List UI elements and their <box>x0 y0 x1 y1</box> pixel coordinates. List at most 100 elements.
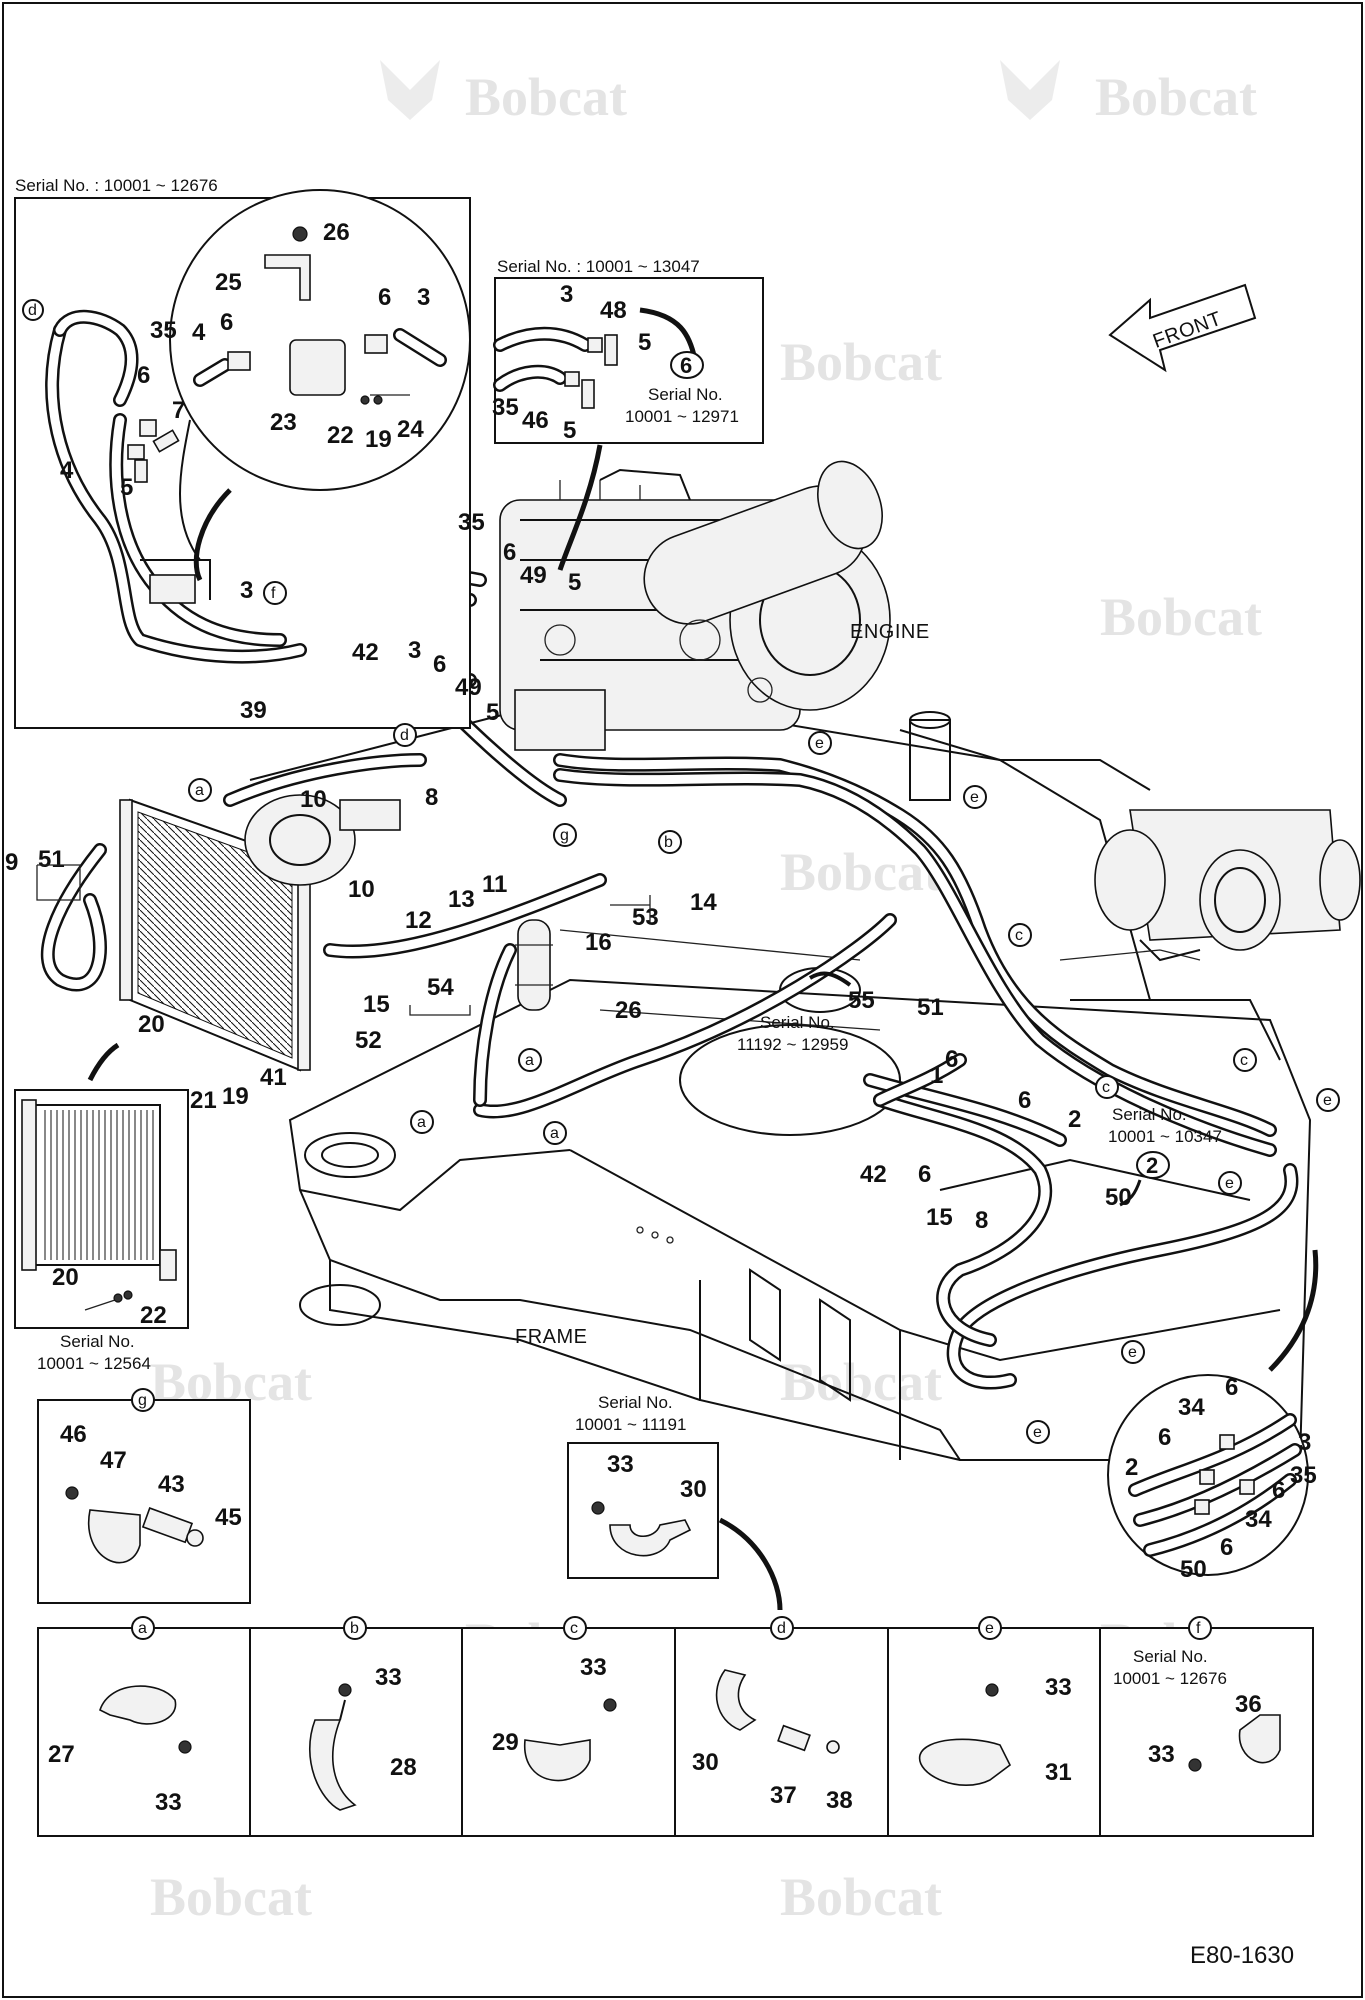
part-callout: 24 <box>397 416 424 443</box>
label-text: Serial No. <box>1133 1647 1208 1666</box>
part-callout: 6 <box>1018 1087 1031 1114</box>
bobcat-logo-icon <box>380 60 440 120</box>
part-callout: 50 <box>1105 1184 1132 1211</box>
detail-ref-letter: d <box>400 727 409 744</box>
label-text: 10001 ~ 11191 <box>575 1415 686 1434</box>
label-text: Serial No. <box>648 385 723 404</box>
part-callout: 22 <box>140 1302 167 1329</box>
ring-6: 6 <box>680 353 692 378</box>
serial-note-top-mid: Serial No. : 10001 ~ 13047 <box>497 257 700 276</box>
part-callout: 33 <box>1148 1741 1175 1768</box>
part-callout: 15 <box>363 991 390 1018</box>
part-callout: 8 <box>425 784 438 811</box>
part-callout: 35 <box>458 509 485 536</box>
part-callout: 39 <box>240 697 267 724</box>
part-callout: 6 <box>503 539 516 566</box>
part-callout: 6 <box>1225 1374 1238 1401</box>
detail-ref-letter: b <box>350 1620 359 1637</box>
part-callout: 47 <box>100 1447 127 1474</box>
part-callout: 1 <box>930 1062 943 1089</box>
detail-ref-letter: a <box>138 1620 147 1637</box>
part-callout: 5 <box>486 699 499 726</box>
watermark: Bobcat <box>780 1352 942 1412</box>
part-callout: 43 <box>158 1471 185 1498</box>
part-callout: 51 <box>917 994 944 1021</box>
detail-ref-letter: b <box>664 834 673 851</box>
part-callout: 36 <box>1235 1691 1262 1718</box>
part-callout: 10 <box>348 876 375 903</box>
part-callout: 45 <box>215 1504 242 1531</box>
part-callout: 14 <box>690 889 717 916</box>
part-callout: 38 <box>826 1787 853 1814</box>
part-callout: 10 <box>300 786 327 813</box>
part-callout: 48 <box>600 297 627 324</box>
part-callout: 3 <box>417 284 430 311</box>
watermark: Bobcat <box>150 1867 312 1927</box>
part-callout: 5 <box>568 569 581 596</box>
part-callout: 22 <box>327 422 354 449</box>
part-callout: 8 <box>975 1207 988 1234</box>
detail-ref-letter: f <box>1196 1620 1201 1637</box>
part-callout: 25 <box>215 269 242 296</box>
watermark: Bobcat <box>1100 587 1262 647</box>
part-callout: 23 <box>270 409 297 436</box>
part-callout: 31 <box>1045 1759 1072 1786</box>
part-callout: 46 <box>60 1421 87 1448</box>
detail-ref-letter: a <box>195 782 204 799</box>
compressor <box>244 794 401 886</box>
part-callout: 30 <box>692 1749 719 1776</box>
label-text: 10001 ~ 12676 <box>1113 1669 1227 1688</box>
detail-clamp: Serial No. 10001 ~ 11191 33 30 <box>567 1393 783 1611</box>
part-callout: 34 <box>1245 1506 1272 1533</box>
part-callout: 3 <box>408 637 421 664</box>
detail-ref-letter: c <box>1102 1079 1110 1096</box>
part-callout: 46 <box>522 407 549 434</box>
part-callout: 12 <box>405 907 432 934</box>
part-callout: 5 <box>563 417 576 444</box>
part-callout: 33 <box>375 1664 402 1691</box>
detail-ref-letter: e <box>1033 1424 1042 1441</box>
detail-ref-letter: g <box>560 827 569 844</box>
detail-ref-letter: e <box>1128 1344 1137 1361</box>
part-callout: 42 <box>860 1161 887 1188</box>
detail-ref-letter: c <box>1240 1052 1248 1069</box>
detail-ref-letter: a <box>417 1114 426 1131</box>
part-callout: 3 <box>1298 1429 1311 1456</box>
part-callout: 4 <box>192 319 206 346</box>
part-callout: 20 <box>138 1011 165 1038</box>
detail-circle-right: 34 6 6 3 35 2 6 34 6 50 <box>1107 1249 1319 1583</box>
part-callout: 51 <box>38 846 65 873</box>
detail-top-left: Serial No. : 10001 ~ 12676 d f <box>14 176 471 729</box>
clamp-table: a b c d e f 27 33 33 28 29 33 30 37 38 3… <box>37 1616 1314 1837</box>
condenser <box>119 798 311 1072</box>
label-text: 10001 ~ 12564 <box>37 1354 151 1373</box>
detail-ref-letter: a <box>525 1052 534 1069</box>
frame-label: FRAME <box>515 1326 588 1348</box>
part-callout: 53 <box>632 904 659 931</box>
label-text: Serial No. <box>1112 1105 1187 1124</box>
part-callout: 54 <box>427 974 454 1001</box>
part-callout: 35 <box>150 317 177 344</box>
front-arrow-icon: FRONT <box>1108 283 1257 373</box>
part-callout: 3 <box>560 281 573 308</box>
part-callout: 19 <box>365 426 392 453</box>
part-callout: 3 <box>240 577 253 604</box>
part-callout: 6 <box>220 309 233 336</box>
part-callout: 6 <box>1158 1424 1171 1451</box>
part-callout: 9 <box>5 849 18 876</box>
detail-ref-letter: e <box>1323 1092 1332 1109</box>
label-text: 10001 ~ 12971 <box>625 407 739 426</box>
bobcat-logo-icon <box>1000 60 1060 120</box>
receiver-drier <box>515 919 553 1011</box>
ring-2: 2 <box>1146 1153 1158 1178</box>
part-callout: 34 <box>1178 1394 1205 1421</box>
part-callout: 6 <box>378 284 391 311</box>
ref-f: f <box>271 585 276 602</box>
part-callout: 52 <box>355 1027 382 1054</box>
part-callout: 33 <box>607 1451 634 1478</box>
part-callout: 27 <box>48 1741 75 1768</box>
watermark: Bobcat <box>780 332 942 392</box>
part-callout: 16 <box>585 929 612 956</box>
part-callout: 42 <box>352 639 379 666</box>
label-text: 10001 ~ 10347 <box>1108 1127 1222 1146</box>
